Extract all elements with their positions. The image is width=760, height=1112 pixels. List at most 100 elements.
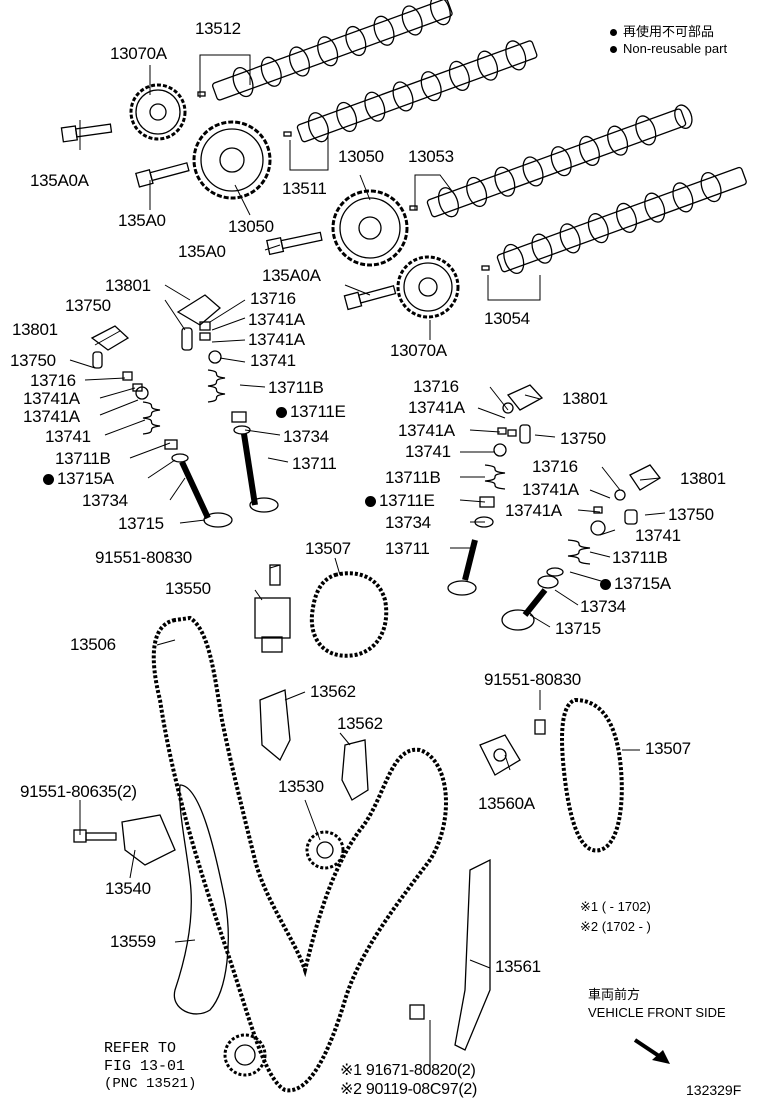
part-number-text: 13741 [405, 442, 451, 461]
part-label-13734-a: 13734 [283, 428, 329, 445]
part-label-13561: 13561 [495, 958, 541, 975]
part-number-text: 13715A [57, 469, 114, 488]
part-label-13507-b: 13507 [645, 740, 691, 757]
part-number-text: 13050 [338, 147, 384, 166]
non-reusable-dot-icon [610, 46, 617, 53]
part-label-13054: 13054 [484, 310, 530, 327]
part-label-13734-d: 13734 [580, 598, 626, 615]
timing-chain-13506 [151, 615, 448, 1093]
part-number-text: 13741A [23, 389, 80, 408]
chain-tensioner-13550 [254, 564, 291, 653]
part-label-13734-c: 13734 [385, 514, 431, 531]
part-number-text: 13734 [580, 597, 626, 616]
part-label-13559: 13559 [110, 933, 156, 950]
part-number-text: 13741 [45, 427, 91, 446]
part-label-13050-a: 13050 [228, 218, 274, 235]
part-number-text: 13750 [65, 296, 111, 315]
part-label-13741a-a1: 13741A [248, 311, 305, 328]
timing-chain-13507-lower [560, 697, 624, 853]
part-number-text: 13801 [680, 469, 726, 488]
part-number-text: 13506 [70, 635, 116, 654]
part-number-text: 135A0A [30, 171, 89, 190]
part-number-text: 13530 [278, 777, 324, 796]
part-number-text: 13050 [228, 217, 274, 236]
part-number-text: 13716 [250, 289, 296, 308]
tensioner-arm-13540 [73, 814, 176, 866]
part-label-13530: 13530 [278, 778, 324, 795]
part-label-13750-b: 13750 [10, 352, 56, 369]
part-number-text: 13561 [495, 957, 541, 976]
part-label-13801-b: 13801 [12, 321, 58, 338]
part-number-text: 13734 [82, 491, 128, 510]
timing-gear-13050-upper [192, 120, 272, 200]
part-label-135a0a-b: 135A0A [262, 267, 321, 284]
part-number-text: 91551-80830 [484, 670, 581, 689]
part-label-13801-a: 13801 [105, 277, 151, 294]
part-number-text: 13711 [292, 454, 337, 473]
part-label-13511: 13511 [282, 180, 327, 197]
part-label-13560a: 13560A [478, 795, 535, 812]
part-label-13741-a: 13741 [250, 352, 296, 369]
part-label-13070a-a: 13070A [110, 45, 167, 62]
part-label-13711-c: 13711 [385, 540, 430, 557]
part-label-13716-a: 13716 [250, 290, 296, 307]
chain-guide-13562-a [259, 689, 291, 762]
cam-bolts [60, 123, 397, 311]
part-label-13741a-d1: 13741A [522, 481, 579, 498]
non-reusable-dot-icon [610, 29, 617, 36]
part-number-text: 13711B [268, 378, 324, 397]
part-number-text: 13741 [635, 526, 681, 545]
part-label-13512: 13512 [195, 20, 241, 37]
part-label-135a0-b: 135A0 [178, 243, 226, 260]
part-number-text: 13750 [10, 351, 56, 370]
part-label-13801-d: 13801 [680, 470, 726, 487]
part-label-13540: 13540 [105, 880, 151, 897]
part-label-13734-b: 13734 [82, 492, 128, 509]
part-label-13711b-b: 13711B [55, 450, 111, 467]
chain-slipper-13559 [173, 784, 229, 1015]
part-number-text: 13716 [413, 377, 459, 396]
front-jp: 車両前方 [588, 987, 641, 1002]
rocker-arm-group-left [90, 294, 279, 528]
part-number-text: 91551-80830 [95, 548, 192, 567]
part-label-135a0a-a: 135A0A [30, 172, 89, 189]
bolt-note-2: ※2 90119-08C97(2) [340, 1081, 477, 1098]
part-number-text: 13741A [522, 480, 579, 499]
part-label-13711b-a: 13711B [268, 379, 324, 396]
part-label-13715a-d: 13715A [600, 575, 671, 592]
chain-damper-13561 [409, 858, 491, 1051]
note-2: ※2 (1702 - ) [580, 919, 651, 934]
part-number-text: 13560A [478, 794, 535, 813]
part-label-13741a-a2: 13741A [248, 331, 305, 348]
timing-gear-13050-lower [331, 189, 409, 267]
legend-jp: 再使用不可部品 [610, 25, 714, 38]
part-number-text: 13715A [614, 574, 671, 593]
part-number-text: 13711B [385, 468, 441, 487]
part-label-13562-b: 13562 [337, 715, 383, 732]
part-label-91551-80830-b: 91551-80830 [484, 671, 581, 688]
part-label-13741a-b2: 13741A [23, 408, 80, 425]
part-label-13801-c: 13801 [562, 390, 608, 407]
part-number-text: 13512 [195, 19, 241, 38]
part-number-text: 13054 [484, 309, 530, 328]
part-number-text: 13550 [165, 579, 211, 598]
part-number-text: 13711B [55, 449, 111, 468]
part-label-13741a-c2: 13741A [398, 422, 455, 439]
part-number-text: 13507 [305, 539, 351, 558]
part-number-text: 13741A [505, 501, 562, 520]
timing-gear-13070A-lower [396, 255, 460, 319]
part-label-13715-d: 13715 [555, 620, 601, 637]
part-number-text: 13559 [110, 932, 156, 951]
part-number-text: 13711E [379, 491, 435, 510]
part-number-text: 13741A [23, 407, 80, 426]
part-label-13750-d: 13750 [668, 506, 714, 523]
part-number-text: 13801 [105, 276, 151, 295]
part-label-13507-a: 13507 [305, 540, 351, 557]
part-number-text: 13715 [555, 619, 601, 638]
part-label-13562-a: 13562 [310, 683, 356, 700]
non-reusable-dot-icon [365, 496, 376, 507]
part-label-13716-d: 13716 [532, 458, 578, 475]
part-number-text: 13053 [408, 147, 454, 166]
part-number-text: 13741A [408, 398, 465, 417]
